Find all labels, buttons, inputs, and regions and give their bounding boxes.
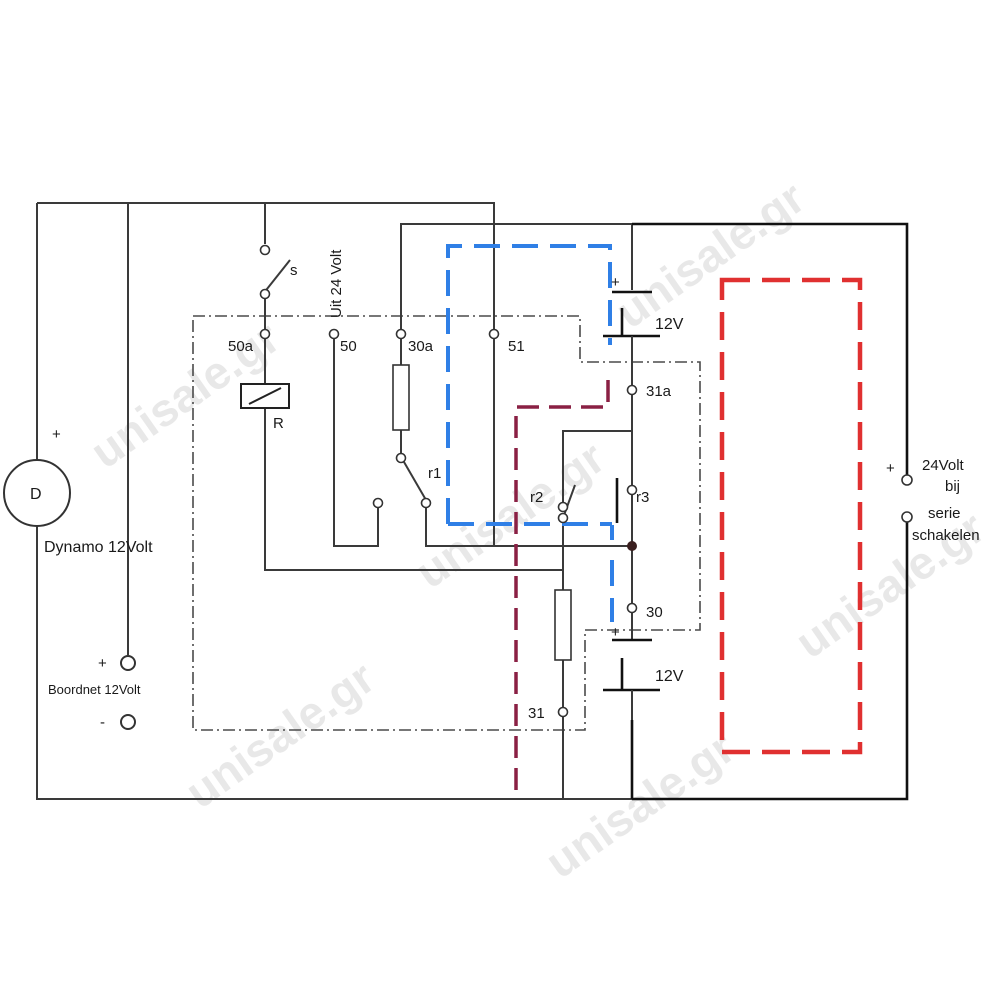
terminal-r3 [626, 484, 638, 496]
dynamo-plus: + [52, 426, 61, 443]
terminal-30 [626, 602, 638, 614]
terminal-s-bottom [259, 288, 271, 300]
terminal-50 [328, 328, 340, 340]
terminal-50a [259, 328, 271, 340]
terminal-boordnet-plus [120, 655, 136, 671]
terminal-31 [557, 706, 569, 718]
boordnet-label: Boordnet 12Volt [48, 682, 141, 697]
uit-24-volt-label: Uit 24 Volt [328, 249, 345, 318]
battery1-label: 12V [655, 316, 684, 333]
terminal-30a [395, 328, 407, 340]
battery2-plus: + [611, 624, 620, 641]
label-31: 31 [528, 705, 545, 722]
label-30: 30 [646, 604, 663, 621]
terminal-r2-pivot [557, 512, 569, 524]
boordnet-plus-label: + [98, 655, 107, 672]
watermark: unisale.gr [536, 721, 744, 888]
terminal-31a [626, 384, 638, 396]
switch-s-label: s [290, 262, 298, 279]
relay-coil-r [240, 383, 290, 409]
terminal-r1-contact [420, 497, 432, 509]
wires [36, 202, 909, 801]
label-r2: r2 [530, 489, 543, 506]
label-51: 51 [508, 338, 525, 355]
battery1-plus: + [611, 274, 620, 291]
label-r3: r3 [636, 489, 649, 506]
terminals [120, 244, 913, 730]
label-50: 50 [340, 338, 357, 355]
output-bij-label: bij [945, 478, 960, 495]
junction-dot [627, 541, 637, 551]
battery2-label: 12V [655, 668, 684, 685]
terminal-24v-plus [901, 474, 913, 486]
red-dashed-box [719, 277, 863, 755]
relay-r-label: R [273, 415, 284, 432]
fuse-30a [392, 364, 410, 431]
relay-box-outline [192, 315, 701, 731]
terminal-r2-top [557, 501, 569, 513]
fuse-31 [554, 589, 572, 661]
label-r1: r1 [428, 465, 441, 482]
label-30a: 30a [408, 338, 434, 355]
output-serie-label: serie [928, 505, 961, 522]
terminal-s-top [259, 244, 271, 256]
blue-dashed-path [446, 244, 614, 622]
dynamo-symbol [3, 459, 71, 527]
terminal-50-return [372, 497, 384, 509]
watermark: unisale.gr [176, 651, 384, 818]
output-plus: + [886, 460, 895, 477]
output-24volt-label: 24Volt [922, 457, 965, 474]
watermark: unisale.gr [606, 171, 814, 338]
boordnet-minus-label: - [100, 714, 105, 731]
label-31a: 31a [646, 383, 672, 400]
dynamo-letter: D [30, 486, 42, 503]
labels: D + Dynamo 12Volt + Boordnet 12Volt - s … [30, 249, 980, 731]
dynamo-label: Dynamo 12Volt [44, 539, 153, 556]
output-schakelen-label: schakelen [912, 527, 980, 544]
terminal-24v-minus [901, 511, 913, 523]
watermark: unisale.gr [406, 431, 614, 598]
watermark: unisale.gr [786, 501, 994, 668]
terminal-boordnet-minus [120, 714, 136, 730]
label-50a: 50a [228, 338, 254, 355]
maroon-dashed-path [514, 372, 610, 790]
terminal-r1-pivot [395, 452, 407, 464]
terminal-51 [488, 328, 500, 340]
